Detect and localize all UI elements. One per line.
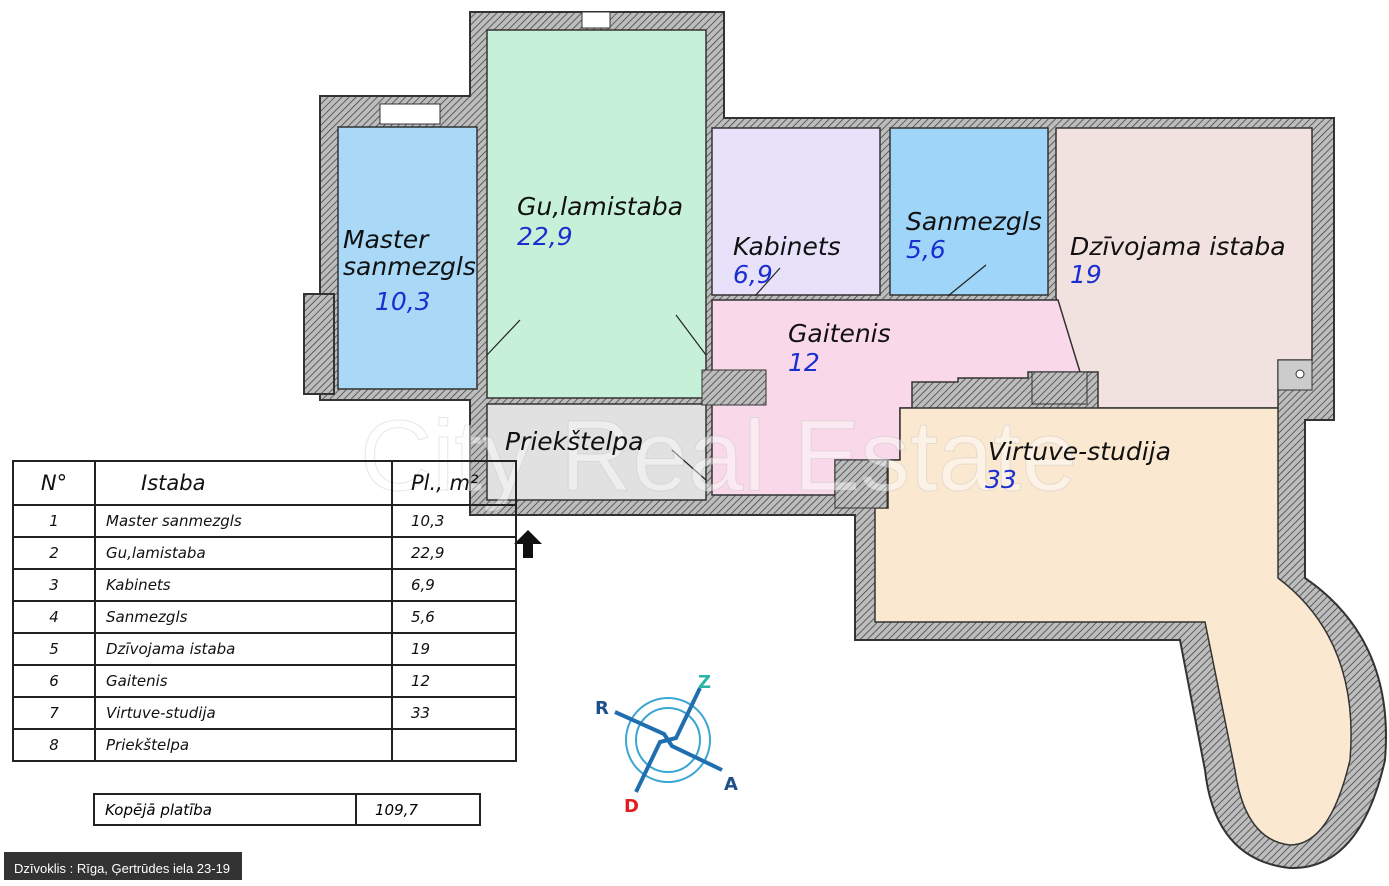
total-area-table: Kopējā platība 109,7 xyxy=(93,793,481,826)
area-master-bath: 10,3 xyxy=(375,287,431,316)
header-area: Pl., m² xyxy=(391,460,517,506)
area-kitchen: 33 xyxy=(985,465,1017,494)
label-kitchen: Virtuve-studija xyxy=(988,437,1171,466)
cell-area: 33 xyxy=(391,696,517,730)
cell-area xyxy=(391,728,517,762)
cell-number: 1 xyxy=(12,504,96,538)
cell-room: Virtuve-studija xyxy=(94,696,393,730)
room-kitchen xyxy=(874,407,1352,846)
cell-number: 8 xyxy=(12,728,96,762)
label-entry: Priekštelpa xyxy=(505,427,644,456)
cell-number: 6 xyxy=(12,664,96,698)
cell-number: 4 xyxy=(12,600,96,634)
area-hallway: 12 xyxy=(788,348,820,377)
cell-area: 19 xyxy=(391,632,517,666)
room-entry xyxy=(486,403,707,501)
room-bathroom xyxy=(889,127,1049,296)
compass-n: Z xyxy=(698,672,711,693)
room-master-bath xyxy=(337,126,478,390)
label-living: Dzīvojama istaba xyxy=(1070,232,1286,261)
header-room: Istaba xyxy=(94,460,393,506)
room-study xyxy=(711,127,881,296)
cell-number: 3 xyxy=(12,568,96,602)
cell-room: Gaitenis xyxy=(94,664,393,698)
cell-room: Dzīvojama istaba xyxy=(94,632,393,666)
compass-w: R xyxy=(595,698,609,719)
cell-area: 22,9 xyxy=(391,536,517,570)
label-master-bath: Master xyxy=(343,225,430,254)
cell-number: 5 xyxy=(12,632,96,666)
cell-area: 6,9 xyxy=(391,568,517,602)
area-bathroom: 5,6 xyxy=(906,235,946,264)
listing-caption: Dzīvoklis : Rīga, Ģertrūdes iela 23-19 xyxy=(4,852,242,880)
table-header: N° Istaba Pl., m² xyxy=(12,460,517,506)
room-bedroom xyxy=(486,29,707,399)
compass-s: D xyxy=(624,796,639,817)
header-number: N° xyxy=(12,460,96,506)
area-living: 19 xyxy=(1070,260,1102,289)
cell-room: Sanmezgls xyxy=(94,600,393,634)
cell-area: 5,6 xyxy=(391,600,517,634)
cell-room: Kabinets xyxy=(94,568,393,602)
label-study: Kabinets xyxy=(733,232,841,261)
label-bathroom: Sanmezgls xyxy=(906,207,1042,236)
compass-e: A xyxy=(724,774,738,795)
cell-room: Priekštelpa xyxy=(94,728,393,762)
cell-number: 2 xyxy=(12,536,96,570)
cell-room: Master sanmezgls xyxy=(94,504,393,538)
cell-area: 10,3 xyxy=(391,504,517,538)
cell-number: 7 xyxy=(12,696,96,730)
label-hallway: Gaitenis xyxy=(788,319,891,348)
label-master-bath-2: sanmezgls xyxy=(343,252,476,281)
area-study: 6,9 xyxy=(733,260,773,289)
cell-area: 12 xyxy=(391,664,517,698)
compass-rose: Z R A D xyxy=(595,672,738,817)
cell-room: Gu,lamistaba xyxy=(94,536,393,570)
total-value: 109,7 xyxy=(355,793,481,826)
total-label: Kopējā platība xyxy=(93,793,357,826)
label-bedroom: Gu,lamistaba xyxy=(517,192,683,221)
area-bedroom: 22,9 xyxy=(517,222,573,251)
total-row: Kopējā platība 109,7 xyxy=(93,793,481,826)
arrow-up-icon xyxy=(514,530,542,558)
